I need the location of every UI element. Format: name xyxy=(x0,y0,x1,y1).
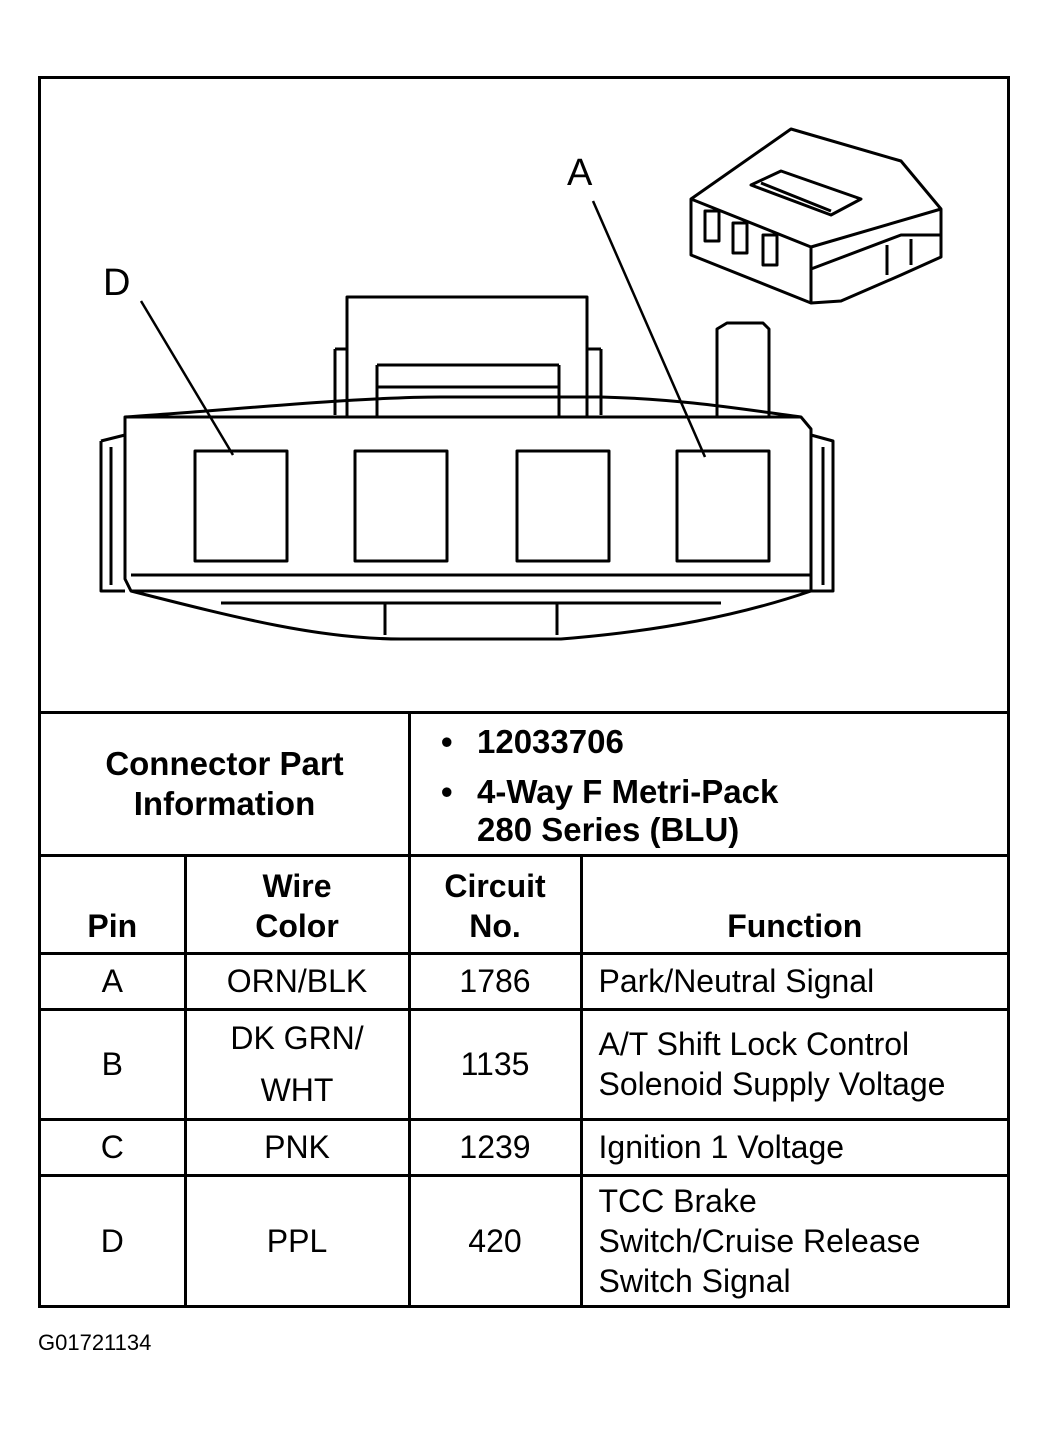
wire-color-cell: DK GRN/WHT xyxy=(183,1007,411,1121)
bullet-icon: • xyxy=(441,723,453,760)
header-pin: Pin xyxy=(41,857,187,955)
connector-type: • 4-Way F Metri-Pack xyxy=(441,773,779,810)
function-cell: Park/Neutral Signal xyxy=(579,951,1007,1011)
cavity-b xyxy=(515,449,611,563)
circuit-cell: 1135 xyxy=(407,1007,583,1121)
diagram-frame: A D Connector Part Information • 1203370… xyxy=(38,76,1010,1308)
connector-part-info-label: Connector Part Information xyxy=(41,714,411,854)
leader-line-a xyxy=(591,200,707,458)
bullet-icon: • xyxy=(441,773,453,810)
cavity-c xyxy=(353,449,449,563)
circuit-cell: 420 xyxy=(407,1173,583,1305)
connector-part-info: Connector Part Information • 12033706 • … xyxy=(41,711,1007,857)
leader-line-d xyxy=(139,300,235,456)
table-row: B DK GRN/WHT 1135 A/T Shift Lock Control… xyxy=(41,1007,1007,1121)
table-row: A ORN/BLK 1786 Park/Neutral Signal xyxy=(41,951,1007,1011)
pin-cell: B xyxy=(41,1007,187,1121)
wire-color-cell: ORN/BLK xyxy=(183,951,411,1011)
connector-body xyxy=(99,395,835,641)
connector-series: 280 Series (BLU) xyxy=(477,811,740,848)
circuit-cell: 1239 xyxy=(407,1117,583,1177)
wire-color-cell: PNK xyxy=(183,1117,411,1177)
connector-part-info-list: • 12033706 • 4-Way F Metri-Pack 280 Seri… xyxy=(413,714,1007,854)
part-number: • 12033706 xyxy=(441,723,624,760)
pin-cell: A xyxy=(41,951,187,1011)
pin-cell: D xyxy=(41,1173,187,1305)
callout-a: A xyxy=(567,152,593,194)
table-row: C PNK 1239 Ignition 1 Voltage xyxy=(41,1117,1007,1177)
connector-drawing: A D xyxy=(99,127,943,641)
function-cell: Ignition 1 Voltage xyxy=(579,1117,1007,1177)
wire-color-cell: PPL xyxy=(183,1173,411,1305)
circuit-cell: 1786 xyxy=(407,951,583,1011)
connector-isometric-icon xyxy=(689,127,943,305)
figure-id: G01721134 xyxy=(38,1330,152,1355)
cavity-a xyxy=(675,449,771,563)
connector-lock-tab xyxy=(715,321,771,417)
header-function: Function xyxy=(579,857,1007,955)
cavity-d xyxy=(193,449,289,563)
pin-cell: C xyxy=(41,1117,187,1177)
callout-d: D xyxy=(103,262,130,304)
